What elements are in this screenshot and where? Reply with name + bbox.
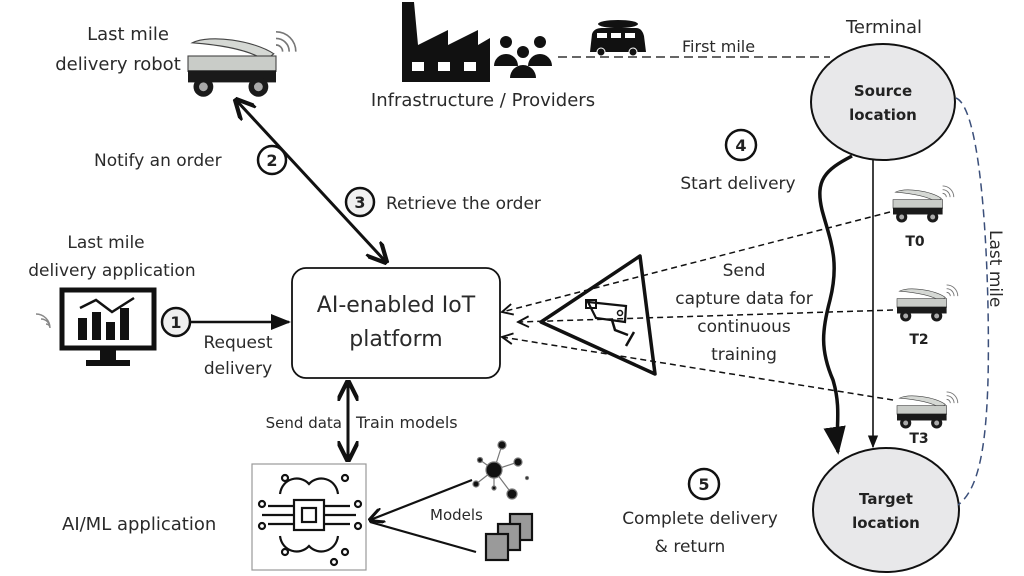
platform-line1: AI-enabled IoT [317, 293, 476, 318]
infrastructure-label: Infrastructure / Providers [371, 90, 595, 111]
people-icon [494, 36, 552, 78]
send-data-label: Send data [266, 414, 342, 432]
platform-line2: platform [349, 327, 442, 352]
van-icon [590, 20, 646, 57]
capture-line-t2 [518, 309, 894, 322]
robot-t0-icon [892, 185, 955, 224]
actual-route-arrow [818, 154, 853, 455]
delivery-robot-icon [187, 30, 297, 98]
step-1-number: 1 [170, 313, 181, 332]
cctv-camera-icon [539, 254, 657, 376]
app-label-line1: Last mile [67, 233, 144, 253]
step-2-label: Notify an order [94, 151, 222, 171]
step-3-badge [344, 186, 376, 218]
source-location-node [810, 43, 956, 161]
step-3-number: 3 [354, 193, 365, 212]
models-label: Models [430, 506, 483, 524]
last-mile-path [955, 97, 990, 506]
robot-t2-icon [896, 284, 959, 323]
terminal-label: Terminal [845, 17, 922, 38]
source-line1: Source [854, 82, 912, 100]
capture-line1: Send [723, 261, 766, 281]
capture-line2: capture data for [675, 289, 813, 309]
step-1-label-line2: delivery [204, 359, 272, 379]
robot-platform-arrow [236, 100, 386, 262]
robot-t2-label: T2 [909, 332, 928, 348]
capture-line-t3 [502, 337, 894, 401]
network-graph-icon [472, 440, 530, 500]
step-5-badge [687, 467, 721, 501]
models-arrow-top [370, 478, 473, 520]
step-2-number: 2 [266, 151, 277, 170]
target-line1: Target [859, 490, 913, 508]
step-4-label: Start delivery [680, 174, 795, 194]
wireless-signal-icon [35, 313, 51, 329]
source-line2: location [849, 106, 917, 124]
robot-t3-label: T3 [909, 431, 928, 447]
robot-t0-label: T0 [905, 234, 925, 250]
train-models-label: Train models [355, 413, 458, 432]
documents-icon [484, 512, 534, 562]
ai-chip-brain-icon [257, 473, 363, 567]
capture-line-t0 [502, 211, 891, 312]
app-label-line2: delivery application [28, 261, 195, 281]
iot-platform-box [291, 267, 501, 379]
step-5-number: 5 [698, 475, 709, 494]
monitor-chart-icon [59, 287, 157, 366]
aiml-box [251, 463, 367, 571]
last-mile-label: Last mile [985, 230, 1005, 307]
factory-icon [402, 2, 490, 82]
step-1-label-line1: Request [203, 333, 272, 353]
step-3-label: Retrieve the order [386, 194, 541, 214]
first-mile-label: First mile [682, 37, 755, 56]
step-5-label-line2: & return [655, 537, 726, 557]
robot-t3-icon [896, 391, 959, 430]
target-location-node [812, 447, 960, 573]
robot-label-line2: delivery robot [55, 54, 181, 75]
target-line2: location [852, 514, 920, 532]
step-5-label-line1: Complete delivery [622, 509, 778, 529]
robot-label-line1: Last mile [87, 24, 169, 45]
step-4-number: 4 [735, 136, 746, 155]
capture-line4: training [711, 345, 777, 365]
step-2-badge [256, 144, 288, 176]
aiml-label: AI/ML application [62, 514, 216, 535]
capture-line3: continuous [697, 317, 791, 337]
models-arrow-bottom [369, 520, 477, 554]
step-4-badge [724, 128, 758, 162]
